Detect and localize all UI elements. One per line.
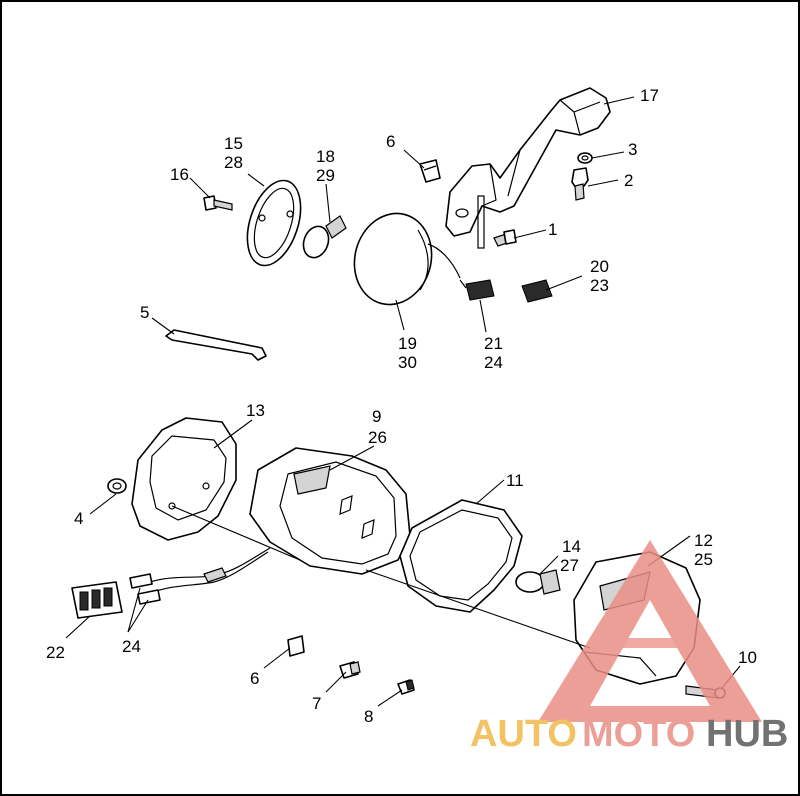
callout-2: 2: [624, 171, 633, 190]
callout-labels: 1 2 3 4 5 6 6 7 8 9 26 10 11 12 25 13 14…: [46, 86, 757, 726]
callout-24-upper: 24: [484, 353, 503, 372]
watermark-triangle-icon: [538, 540, 762, 722]
callout-11: 11: [506, 471, 524, 490]
part-13-mounting-plate: [131, 417, 237, 541]
part-4-nut: [107, 478, 127, 494]
callout-18: 18: [316, 147, 335, 166]
part-6-clip-lower: [287, 635, 305, 657]
part-2-bolt: [571, 167, 589, 201]
callout-22: 22: [46, 643, 65, 662]
wiring-harness: [147, 547, 271, 595]
callout-21: 21: [484, 334, 503, 353]
callout-26: 26: [368, 428, 387, 447]
callout-17: 17: [640, 86, 659, 105]
callout-30: 30: [398, 353, 417, 372]
callout-6-lower: 6: [250, 669, 259, 688]
part-16-screw: [203, 195, 233, 211]
callout-10: 10: [738, 648, 757, 667]
part-17-mounting-bracket: [445, 87, 611, 249]
callout-4: 4: [74, 509, 83, 528]
callout-20: 20: [590, 257, 609, 276]
callout-23: 23: [590, 276, 609, 295]
watermark-text-moto: MOTO: [582, 713, 695, 755]
callout-19: 19: [398, 334, 417, 353]
callout-9: 9: [372, 407, 381, 426]
callout-7: 7: [312, 694, 321, 713]
leader-lines: [65, 96, 741, 707]
callout-14: 14: [562, 537, 581, 556]
callout-27: 27: [560, 556, 579, 575]
callout-16: 16: [170, 165, 189, 184]
part-11-lens-gasket: [399, 499, 523, 613]
watermark-text-hub: HUB: [706, 713, 788, 755]
callout-12: 12: [694, 531, 713, 550]
watermark-text-auto: AUTO: [470, 713, 577, 755]
callout-6-upper: 6: [386, 132, 395, 151]
callout-15: 15: [224, 134, 243, 153]
callout-25: 25: [694, 550, 713, 569]
part-6-clip-upper: [419, 159, 441, 183]
part-15-gasket: [246, 179, 302, 267]
part-1-screw: [493, 229, 517, 247]
part-8-clip: [397, 679, 415, 695]
part-24-terminals: [129, 573, 161, 605]
part-20-connector: [521, 279, 553, 303]
part-9-housing: [249, 447, 411, 575]
part-3-washer: [577, 152, 593, 164]
part-18-bulb: [302, 215, 347, 259]
callout-29: 29: [316, 166, 335, 185]
assembly-guide-lines: [171, 505, 591, 649]
callout-5: 5: [140, 303, 149, 322]
watermark-logo: AUTO MOTO HUB: [470, 540, 788, 755]
part-21-connector: [459, 279, 495, 301]
callout-8: 8: [364, 707, 373, 726]
part-14-bulb: [515, 569, 561, 595]
part-5-wire-clip: [165, 329, 267, 361]
callout-1: 1: [548, 220, 557, 239]
part-19-lens: [353, 212, 461, 306]
callout-24-lower: 24: [122, 637, 141, 656]
callout-28: 28: [224, 153, 243, 172]
part-22-connector-block: [71, 581, 123, 619]
callout-3: 3: [628, 140, 637, 159]
callout-13: 13: [246, 401, 265, 420]
